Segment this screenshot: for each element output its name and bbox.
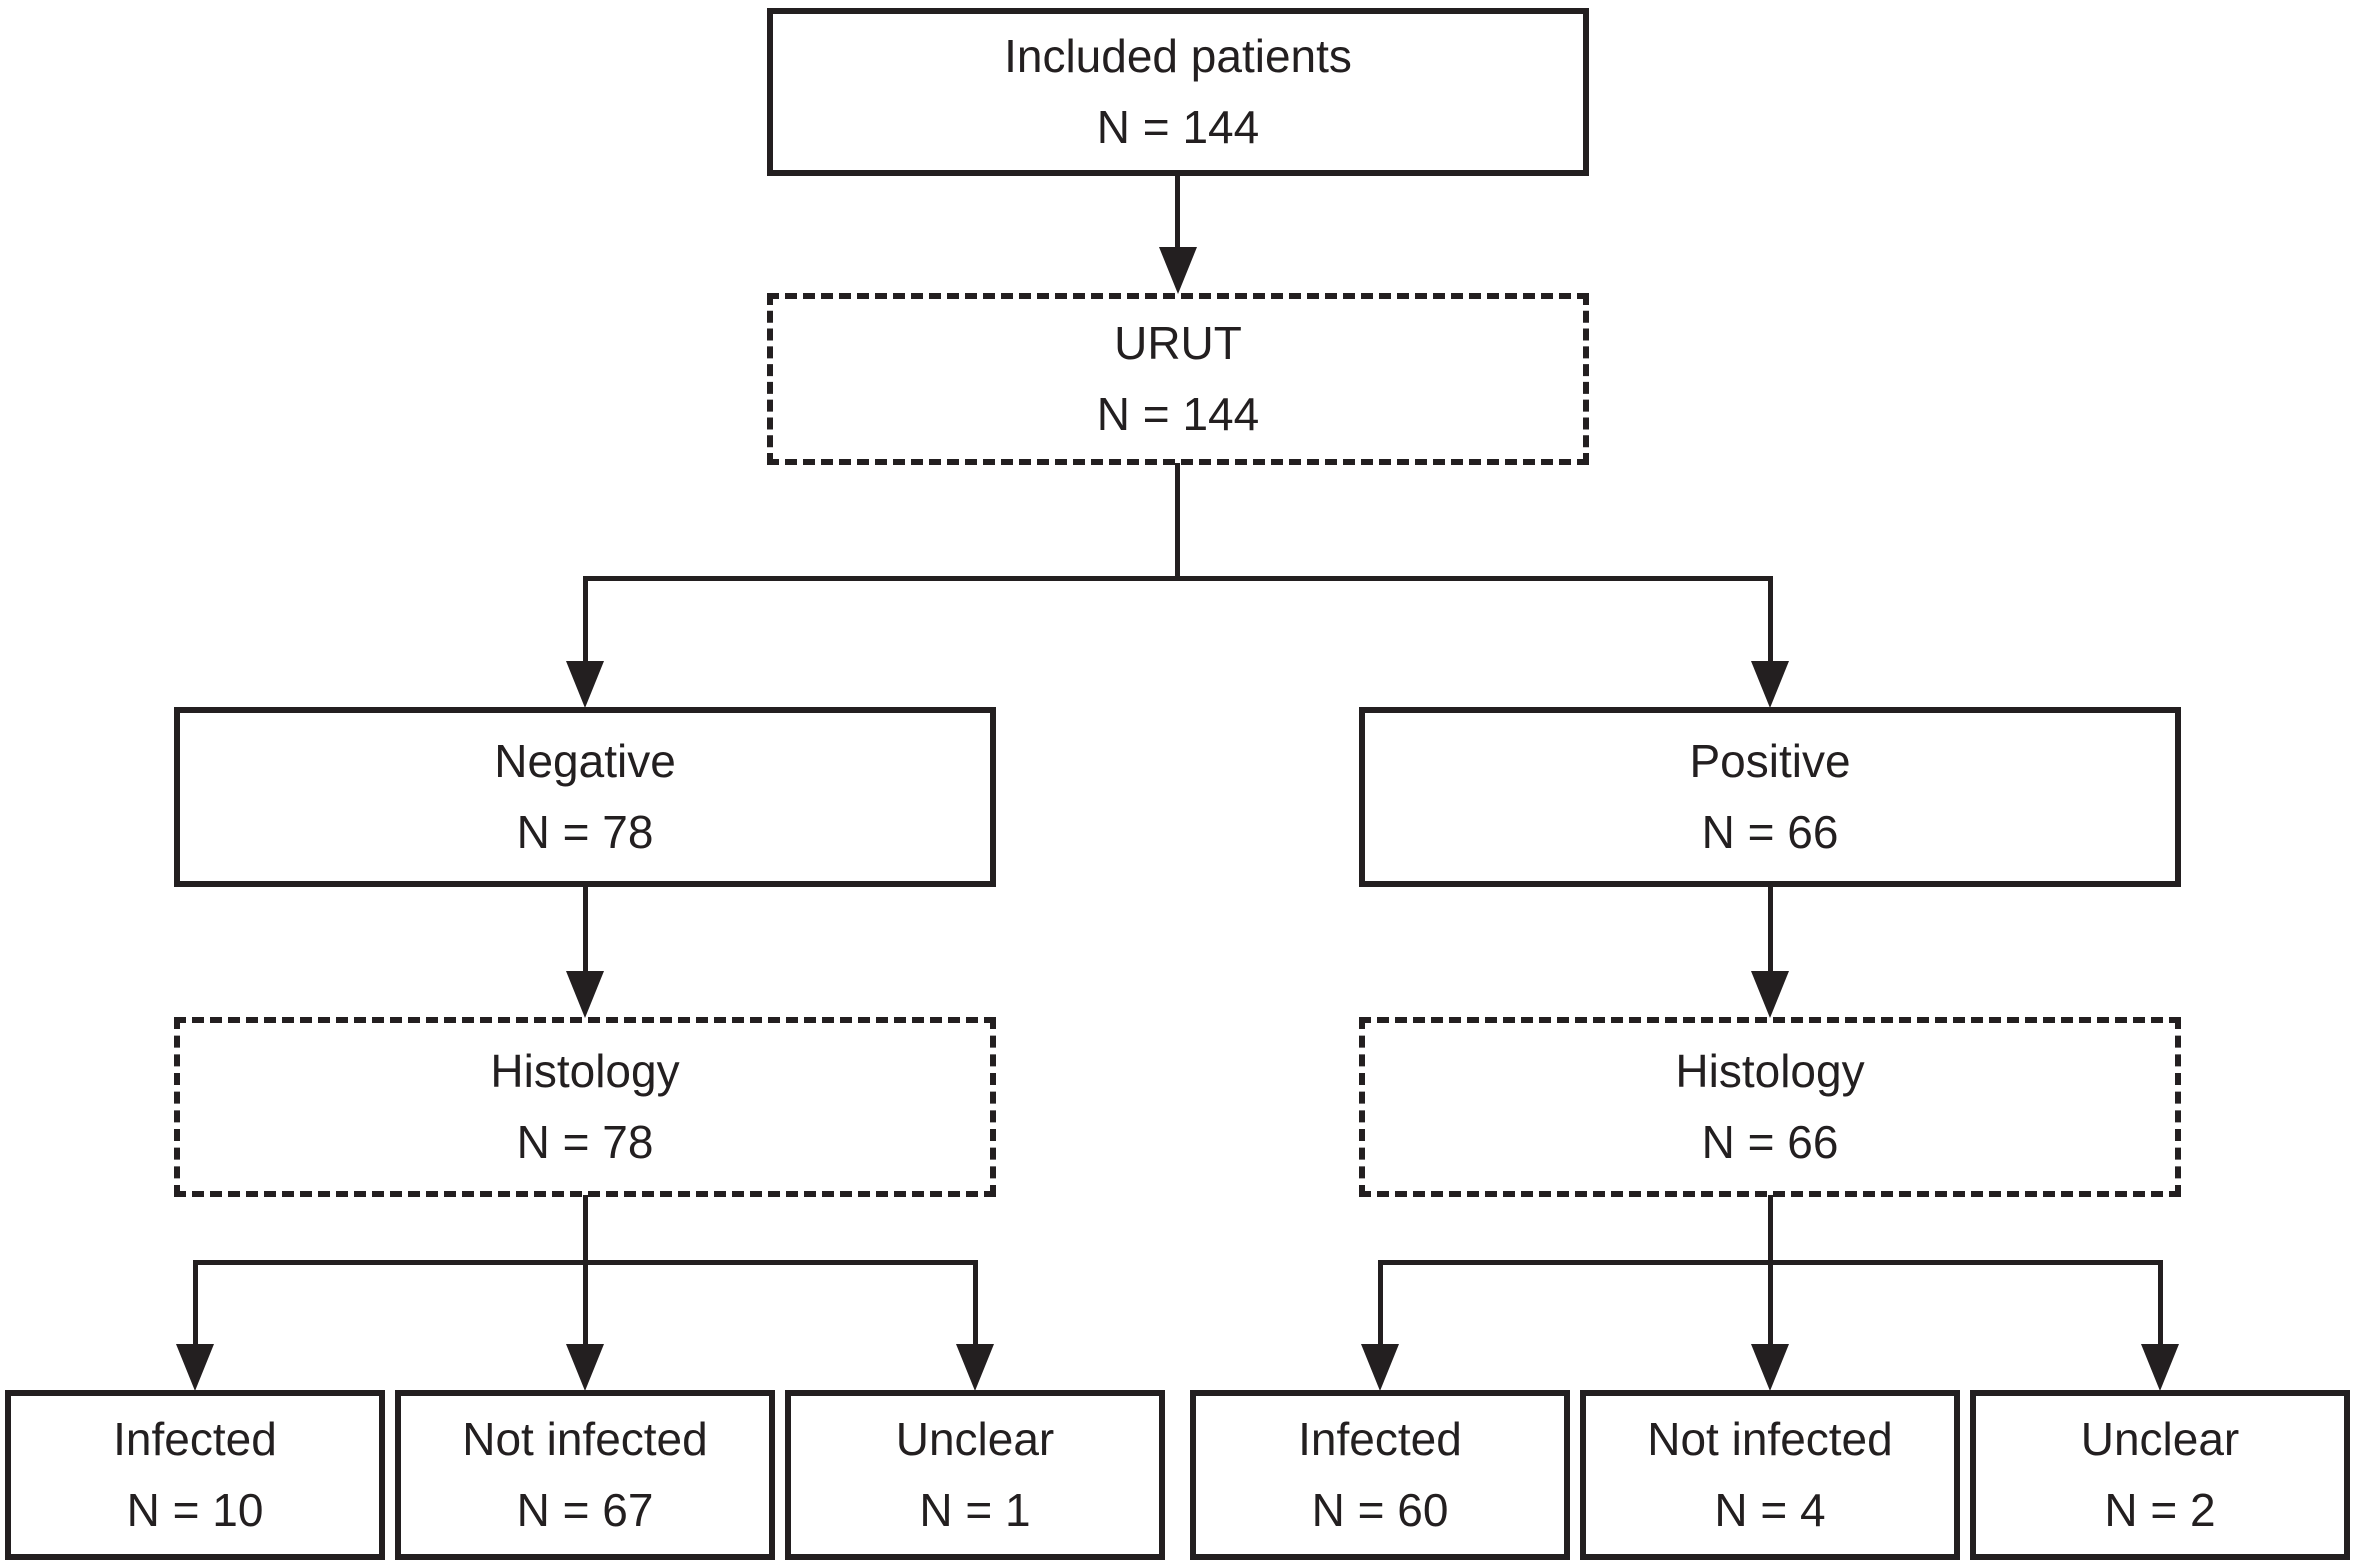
edge-urut-positive-arrowhead-icon bbox=[1751, 661, 1789, 708]
edge-urut-split-stem bbox=[1175, 463, 1180, 580]
node-label: Included patients bbox=[1004, 30, 1352, 83]
edge-histology-negative-infected-line bbox=[193, 1260, 198, 1345]
edge-urut-split-bar bbox=[583, 576, 1773, 581]
edge-histology-positive-infected-arrowhead-icon bbox=[1361, 1344, 1399, 1391]
node-count: N = 10 bbox=[126, 1484, 264, 1536]
node-count: N = 144 bbox=[1096, 388, 1260, 440]
node-count: N = 66 bbox=[1701, 806, 1839, 858]
edge-negative-histology-line bbox=[583, 885, 588, 972]
node-histology-negative: Histology N = 78 bbox=[174, 1017, 996, 1197]
edge-urut-negative-arrowhead-icon bbox=[566, 661, 604, 708]
edge-histology-negative-not-infected-arrowhead-icon bbox=[566, 1344, 604, 1391]
node-count: N = 144 bbox=[1096, 101, 1260, 153]
edge-histology-positive-split-stem bbox=[1768, 1195, 1773, 1265]
edge-negative-histology-arrowhead-icon bbox=[566, 971, 604, 1018]
node-count: N = 60 bbox=[1311, 1484, 1449, 1536]
edge-histology-negative-split-stem bbox=[583, 1195, 588, 1265]
node-negative-not-infected: Not infected N = 67 bbox=[395, 1390, 775, 1560]
edge-histology-positive-unclear-line bbox=[2158, 1260, 2163, 1345]
edge-histology-negative-unclear-arrowhead-icon bbox=[956, 1344, 994, 1391]
node-urut: URUT N = 144 bbox=[767, 293, 1589, 465]
node-histology-positive: Histology N = 66 bbox=[1359, 1017, 2181, 1197]
edge-urut-negative-line bbox=[583, 576, 588, 662]
node-label: URUT bbox=[1114, 317, 1242, 370]
node-count: N = 2 bbox=[2104, 1484, 2216, 1536]
node-negative: Negative N = 78 bbox=[174, 707, 996, 887]
edge-histology-positive-unclear-arrowhead-icon bbox=[2141, 1344, 2179, 1391]
node-count: N = 66 bbox=[1701, 1116, 1839, 1168]
node-count: N = 4 bbox=[1714, 1484, 1826, 1536]
node-label: Not infected bbox=[462, 1413, 708, 1466]
node-included-patients: Included patients N = 144 bbox=[767, 8, 1589, 176]
node-positive-unclear: Unclear N = 2 bbox=[1970, 1390, 2350, 1560]
node-count: N = 78 bbox=[516, 1116, 654, 1168]
node-label: Histology bbox=[1675, 1045, 1865, 1098]
edge-histology-negative-unclear-line bbox=[973, 1260, 978, 1345]
node-count: N = 67 bbox=[516, 1484, 654, 1536]
edge-included-urut-line bbox=[1175, 174, 1180, 248]
edge-histology-positive-not-infected-line bbox=[1768, 1260, 1773, 1345]
node-label: Positive bbox=[1689, 735, 1851, 788]
node-label: Not infected bbox=[1647, 1413, 1893, 1466]
node-positive-infected: Infected N = 60 bbox=[1190, 1390, 1570, 1560]
node-positive: Positive N = 66 bbox=[1359, 707, 2181, 887]
edge-histology-positive-infected-line bbox=[1378, 1260, 1383, 1345]
node-count: N = 1 bbox=[919, 1484, 1031, 1536]
node-label: Negative bbox=[494, 735, 676, 788]
edge-positive-histology-line bbox=[1768, 885, 1773, 972]
node-label: Infected bbox=[1298, 1413, 1462, 1466]
edge-urut-positive-line bbox=[1768, 576, 1773, 662]
node-label: Unclear bbox=[895, 1413, 1055, 1466]
edge-included-urut-arrowhead-icon bbox=[1159, 247, 1197, 294]
node-negative-infected: Infected N = 10 bbox=[5, 1390, 385, 1560]
node-count: N = 78 bbox=[516, 806, 654, 858]
node-positive-not-infected: Not infected N = 4 bbox=[1580, 1390, 1960, 1560]
node-label: Unclear bbox=[2080, 1413, 2240, 1466]
node-negative-unclear: Unclear N = 1 bbox=[785, 1390, 1165, 1560]
node-label: Infected bbox=[113, 1413, 277, 1466]
edge-histology-negative-infected-arrowhead-icon bbox=[176, 1344, 214, 1391]
edge-histology-negative-not-infected-line bbox=[583, 1260, 588, 1345]
edge-positive-histology-arrowhead-icon bbox=[1751, 971, 1789, 1018]
node-label: Histology bbox=[490, 1045, 680, 1098]
edge-histology-positive-not-infected-arrowhead-icon bbox=[1751, 1344, 1789, 1391]
